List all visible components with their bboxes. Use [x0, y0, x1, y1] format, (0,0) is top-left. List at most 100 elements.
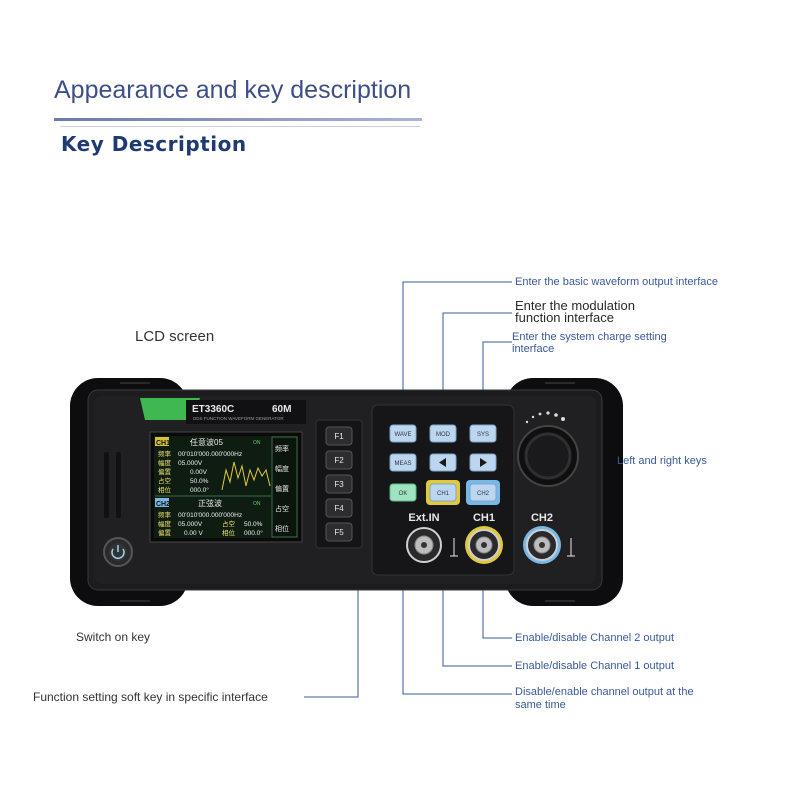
svg-text:F4: F4 — [334, 504, 344, 513]
svg-text:WAVE: WAVE — [394, 432, 411, 438]
sys-key[interactable] — [469, 424, 497, 443]
svg-text:05.000V: 05.000V — [178, 460, 203, 467]
label-sys-line2: interface — [512, 343, 555, 355]
callout-both — [402, 565, 512, 695]
lcd-ch1-waveform — [221, 461, 271, 491]
lcd-ch2-tag: CH2 — [156, 501, 170, 508]
svg-text:50.0%: 50.0% — [244, 521, 263, 528]
svg-text:05.000V: 05.000V — [178, 521, 203, 528]
label-sys-line1: Enter the system charge setting — [512, 331, 667, 343]
lcd-ch2-state: ON — [253, 501, 261, 507]
ch1-pin — [481, 542, 487, 548]
svg-text:相位: 相位 — [222, 528, 236, 537]
svg-text:00'010'000.000'000Hz: 00'010'000.000'000Hz — [178, 451, 242, 458]
title-underline — [54, 118, 422, 121]
lcd-ch1-state: ON — [253, 440, 261, 446]
svg-text:MEAS: MEAS — [394, 461, 411, 467]
svg-text:偏置: 偏置 — [158, 528, 172, 537]
svg-text:CH1: CH1 — [473, 512, 495, 524]
label-both-line1: Disable/enable channel output at the — [515, 686, 694, 698]
svg-text:幅度: 幅度 — [158, 519, 172, 528]
svg-text:频率: 频率 — [275, 444, 289, 453]
wave-key[interactable] — [389, 424, 417, 443]
svg-text:00'010'000.000'000Hz: 00'010'000.000'000Hz — [178, 512, 242, 519]
softkey-f1[interactable] — [325, 426, 353, 446]
label-ch2-output: Enable/disable Channel 2 output — [515, 632, 675, 644]
svg-text:50.0%: 50.0% — [190, 478, 209, 485]
label-both-line2: same time — [515, 699, 566, 711]
callout-wave — [402, 281, 512, 425]
title-underline-thin — [60, 126, 420, 127]
connector-labels: Ext.IN CH1 CH2 — [408, 512, 553, 524]
left-arrow-icon — [439, 458, 446, 467]
svg-text:F5: F5 — [334, 528, 344, 537]
callout-ch1 — [442, 565, 512, 667]
svg-text:F1: F1 — [334, 432, 344, 441]
softkey-f2[interactable] — [325, 450, 353, 470]
softkey-f5[interactable] — [325, 522, 353, 542]
svg-text:Ext.IN: Ext.IN — [408, 512, 439, 524]
softkey-f4[interactable] — [325, 498, 353, 518]
label-lr-keys: Left and right keys — [617, 455, 707, 467]
svg-text:000.0°: 000.0° — [244, 529, 263, 537]
svg-text:CH1: CH1 — [437, 491, 450, 497]
svg-text:占空: 占空 — [222, 519, 236, 528]
svg-text:0.00 V: 0.00 V — [184, 530, 203, 537]
softkey-f3[interactable] — [325, 474, 353, 494]
label-softkey: Function setting soft key in specific in… — [33, 690, 268, 704]
svg-text:0.00V: 0.00V — [190, 469, 208, 476]
model-sub: DDS FUNCTION WAVEFORM GENERATOR — [193, 416, 284, 421]
svg-text:频率: 频率 — [158, 510, 172, 519]
svg-text:占空: 占空 — [158, 476, 172, 485]
lcd-ch1-wave: 任意波05 — [190, 437, 223, 447]
svg-text:F2: F2 — [334, 456, 344, 465]
svg-text:幅度: 幅度 — [275, 464, 289, 473]
svg-text:偏置: 偏置 — [158, 467, 172, 476]
svg-text:F3: F3 — [334, 480, 344, 489]
label-mod: Enter the modulation function interface — [515, 298, 635, 325]
svg-text:SYS: SYS — [477, 432, 489, 438]
ch2-key[interactable] — [469, 483, 497, 502]
ok-key[interactable] — [389, 483, 417, 502]
svg-text:OK: OK — [399, 491, 408, 497]
lcd-menu-items: 频率 幅度 偏置 占空 相位 — [275, 444, 289, 533]
label-mod-line1: Enter the modulation — [515, 298, 635, 313]
label-lcd: LCD screen — [135, 328, 215, 345]
mod-key[interactable] — [429, 424, 457, 443]
ch2-pin — [539, 542, 545, 548]
lcd-ch1-tag-bg — [155, 437, 169, 446]
svg-text:000.0°: 000.0° — [190, 486, 209, 494]
page-subtitle: Key Description — [61, 132, 247, 156]
ext-in-pin — [421, 542, 427, 548]
label-wave: Enter the basic waveform output interfac… — [515, 276, 718, 288]
svg-text:幅度: 幅度 — [158, 458, 172, 467]
svg-text:偏置: 偏置 — [275, 484, 289, 493]
meas-key[interactable] — [389, 453, 417, 472]
lcd-ch1-rows: 频率 00'010'000.000'000Hz 幅度 05.000V 偏置 0.… — [158, 449, 242, 494]
page-title: Appearance and key description — [54, 76, 412, 104]
svg-text:CH2: CH2 — [477, 491, 490, 497]
svg-text:频率: 频率 — [158, 449, 172, 458]
softkeys — [325, 426, 353, 542]
knob-dots — [525, 411, 565, 424]
keypad-labels: WAVE MOD SYS MEAS OK CH1 CH2 — [394, 432, 489, 497]
svg-text:相位: 相位 — [158, 485, 172, 494]
svg-text:CH2: CH2 — [531, 512, 553, 524]
rotary-knob-grip — [524, 432, 572, 480]
label-ch1-output: Enable/disable Channel 1 output — [515, 660, 675, 672]
ch1-key[interactable] — [429, 483, 457, 502]
callout-mod — [442, 312, 512, 425]
model-plate — [186, 400, 306, 424]
screen-glare — [140, 398, 200, 420]
vent-slot — [104, 452, 109, 518]
lcd-ch2-tag-bg — [155, 498, 169, 507]
label-sys: Enter the system charge setting interfac… — [512, 331, 667, 355]
lcd-ch2-rows: 频率 00'010'000.000'000Hz 幅度 05.000V 占空 50… — [158, 510, 263, 537]
label-power: Switch on key — [76, 630, 151, 644]
label-both-output: Disable/enable channel output at the sam… — [515, 686, 694, 712]
label-mod-line2: function interface — [515, 310, 615, 325]
lcd-ch1-tag: CH1 — [156, 440, 170, 447]
svg-text:MOD: MOD — [436, 432, 451, 438]
ground-icons — [450, 538, 575, 557]
